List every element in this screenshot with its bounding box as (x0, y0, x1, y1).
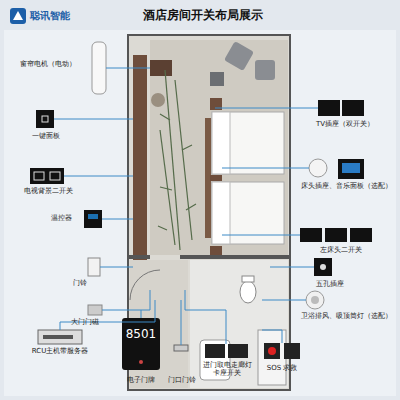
callout-label: 电视背景二开关 (8, 187, 88, 195)
callout-label: RCU主机带服务器 (20, 347, 100, 355)
logo-text: 聪讯智能 (30, 10, 100, 22)
callout-label: 床头插座、音乐面板（选配） (300, 182, 392, 190)
callout-label: 卫浴排风、吸顶筒灯（选配） (300, 312, 392, 320)
callout-label: 温控器 (40, 214, 82, 222)
callout-label: SOS 求救 (258, 364, 306, 372)
callout-label: 进门取电走廊灯卡座开关 (200, 361, 254, 377)
callout-label: 窗帘电机（电动） (8, 60, 88, 68)
page-title: 酒店房间开关布局展示 (118, 9, 288, 23)
door-number: 8501 (122, 328, 160, 342)
callout-label: 一键面板 (18, 132, 73, 140)
callout-label: 左床头二开关 (296, 246, 386, 254)
callout-label: 门口门铃 (162, 376, 202, 384)
callout-label: 门铃 (60, 279, 100, 287)
callout-label: 电子门牌 (114, 376, 168, 384)
callout-label: TV插座（双开关） (300, 120, 390, 128)
callout-label: 大门门磁 (60, 318, 110, 326)
callout-label: 五孔插座 (300, 280, 360, 288)
